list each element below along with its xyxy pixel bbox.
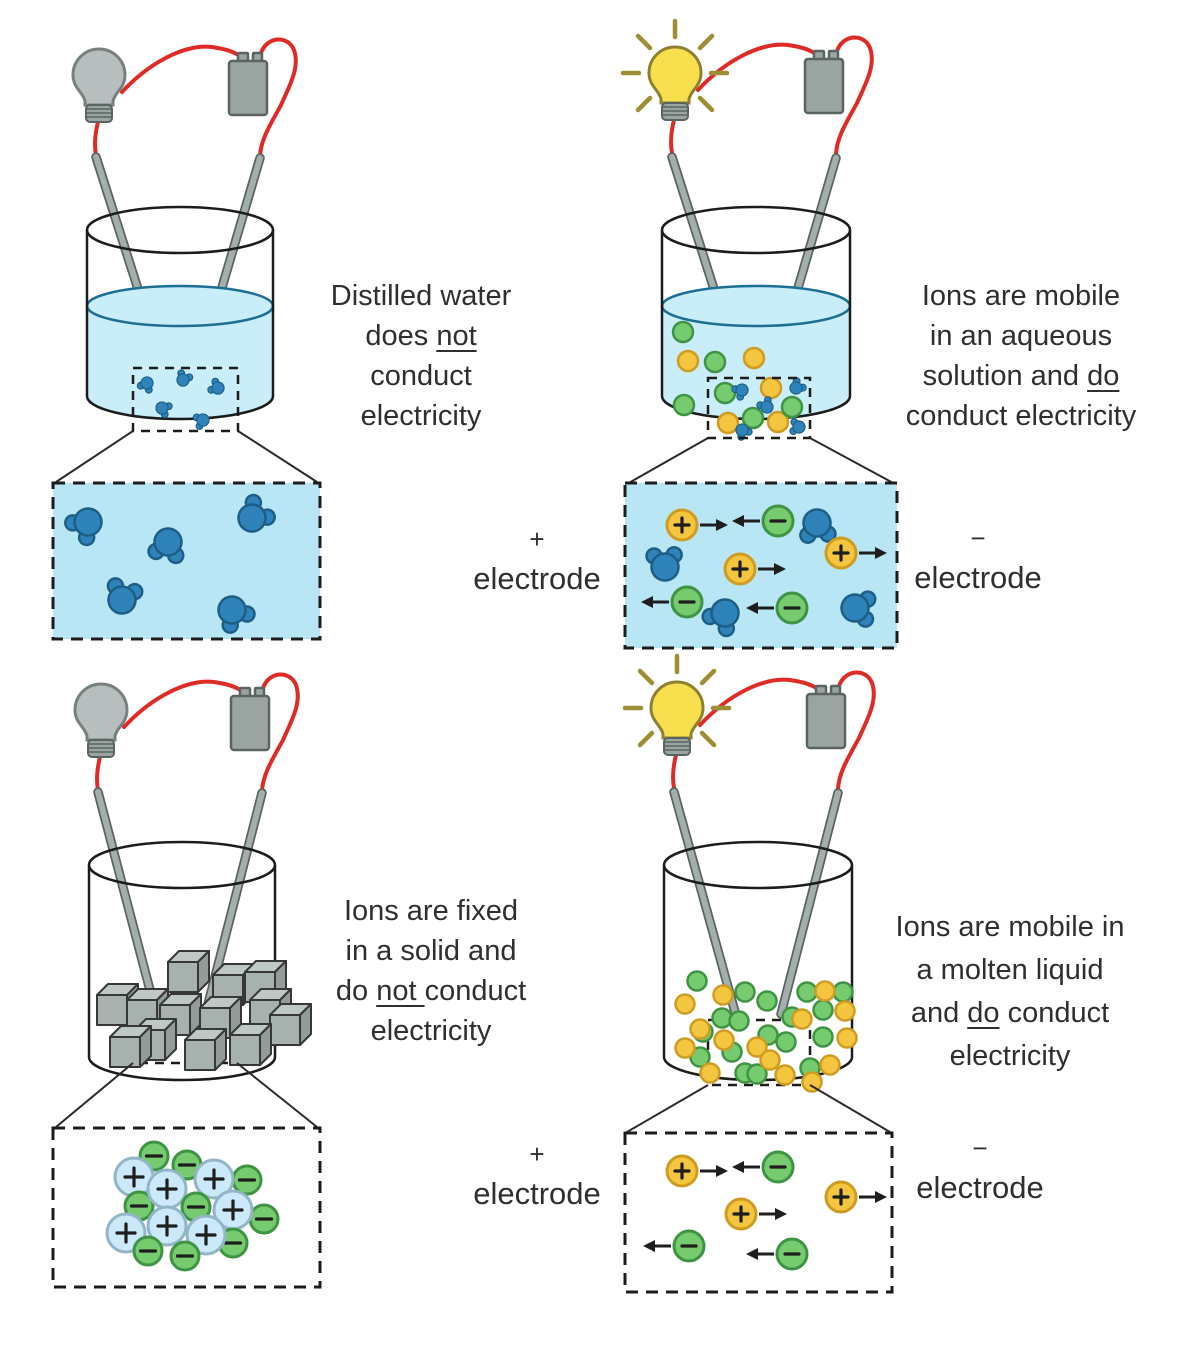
arrow-left-icon — [730, 1159, 762, 1175]
caption-line: electricity — [360, 400, 482, 432]
panel-distilled-water — [51, 37, 322, 642]
caption-line: electricity — [949, 1040, 1071, 1072]
beaker — [660, 205, 852, 421]
bulb-off-icon — [73, 682, 129, 758]
caption-molten-liquid: Ions are mobile in a molten liquid and d… — [850, 906, 1170, 1078]
inset-aqueous-solution — [623, 481, 899, 650]
wire — [122, 679, 246, 729]
negative-ion — [248, 1203, 280, 1235]
caption-line: Ions are mobile in — [895, 911, 1125, 943]
inset-solid — [51, 1126, 322, 1289]
caption-distilled-water: Distilled water does not conduct electri… — [261, 276, 581, 436]
negative-ion — [672, 1229, 706, 1263]
caption-aqueous-solution: Ions are mobile in an aqueous solution a… — [861, 276, 1181, 436]
wire — [696, 42, 820, 92]
caption-line: Ions are mobile — [921, 280, 1121, 312]
caption-line: conduct — [370, 360, 472, 392]
zoom-region — [706, 1018, 812, 1087]
arrow-right-icon — [757, 1206, 789, 1222]
caption-solid: Ions are fixed in a solid and do not con… — [271, 891, 591, 1051]
panel-solid — [51, 672, 322, 1289]
positive-ion — [824, 1180, 858, 1214]
dissolved-ions — [671, 320, 810, 445]
wire — [836, 670, 876, 791]
arrow-right-icon — [698, 1163, 730, 1179]
battery-icon — [229, 686, 271, 752]
caption-line: do not conduct — [335, 975, 527, 1007]
minus-sign: − — [970, 523, 986, 553]
wire — [698, 677, 822, 727]
arrow-left-icon — [744, 1246, 776, 1262]
positive-ion — [665, 1154, 699, 1188]
electrode-label-bottom-plus: + electrode — [457, 1136, 617, 1216]
bulb-off-icon — [71, 47, 127, 123]
wire — [834, 35, 874, 156]
negative-ion — [670, 585, 704, 619]
molten-ions — [674, 970, 858, 1093]
negative-ion — [231, 1164, 263, 1196]
caption-line: a molten liquid — [916, 954, 1104, 986]
negative-ion — [169, 1240, 201, 1272]
negative-ion — [132, 1235, 164, 1267]
caption-line: electricity — [370, 1015, 492, 1047]
battery-icon — [805, 684, 847, 750]
positive-ion — [723, 552, 757, 586]
battery-icon — [803, 49, 845, 115]
wire — [92, 120, 100, 157]
panel-aqueous-solution — [620, 18, 899, 650]
caption-line: and do conduct — [910, 997, 1110, 1029]
caption-line: does not — [365, 320, 477, 352]
battery-icon — [227, 51, 269, 117]
negative-ion — [775, 1237, 809, 1271]
positive-ion — [724, 1197, 758, 1231]
zoom-region — [706, 376, 812, 440]
caption-line: Ions are fixed — [343, 895, 519, 927]
negative-ion — [775, 591, 809, 625]
wire — [668, 118, 676, 155]
caption-line: in a solid and — [345, 935, 517, 967]
negative-ion — [761, 1150, 795, 1184]
plus-sign: + — [529, 1139, 545, 1169]
positive-ion — [665, 508, 699, 542]
zoom-region — [131, 366, 240, 433]
arrow-left-icon — [641, 1238, 673, 1254]
positive-ion — [146, 1168, 188, 1210]
wire — [260, 672, 300, 793]
minus-sign: − — [972, 1133, 988, 1163]
bulb-on-icon — [622, 653, 732, 756]
wire — [120, 44, 244, 94]
inset-distilled-water — [51, 481, 322, 642]
arrow-right-icon — [857, 1189, 889, 1205]
caption-line: in an aqueous — [929, 320, 1113, 352]
wire — [670, 753, 678, 790]
panel-molten-liquid — [622, 653, 894, 1294]
electrode-label-top-plus: + electrode — [457, 521, 617, 601]
wire — [94, 755, 102, 792]
electrode-label-top-minus: − electrode — [898, 520, 1058, 600]
beaker — [85, 205, 275, 421]
wire — [258, 37, 298, 158]
caption-line: Distilled water — [330, 280, 512, 312]
bulb-on-icon — [620, 18, 730, 121]
caption-line: solution and do — [922, 360, 1120, 392]
caption-line: conduct electricity — [905, 400, 1137, 432]
inset-molten-liquid — [623, 1131, 894, 1294]
negative-ion — [761, 504, 795, 538]
plus-sign: + — [529, 524, 545, 554]
electrodes — [669, 787, 843, 1019]
positive-ion — [824, 536, 858, 570]
electrode-label-bottom-minus: − electrode — [900, 1130, 1060, 1210]
